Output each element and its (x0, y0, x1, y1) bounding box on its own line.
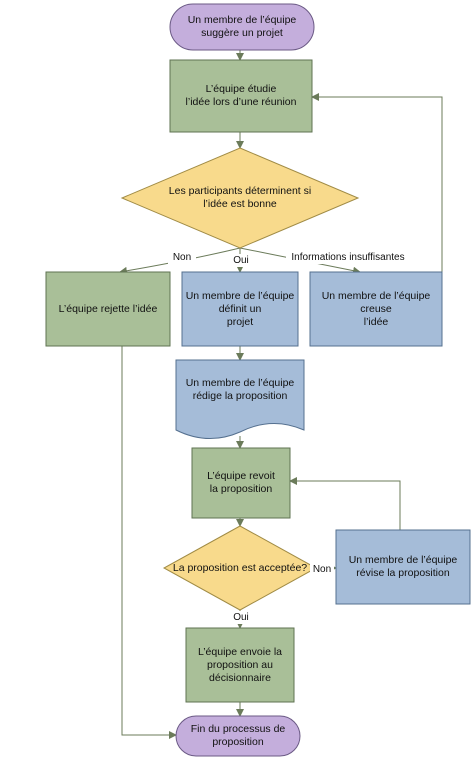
arrow-reject-to-end (121, 346, 177, 739)
decision-proposal-label: La proposition est acceptée? (172, 561, 308, 574)
send-box (185, 627, 295, 703)
review-idea-label: L’équipe étudie l’idée lors d’une réunio… (185, 83, 297, 108)
reject-box (45, 271, 171, 347)
revise-label: Un membre de l’équipe révise la proposit… (348, 554, 458, 579)
start-terminator (169, 3, 315, 51)
edge-label-no-2: Non (310, 563, 334, 576)
decision-idea-label: Les participants déterminent si l’idée e… (168, 185, 312, 210)
end-terminator (175, 715, 301, 757)
write-label: Un membre de l’équipe rédige la proposit… (185, 377, 295, 402)
review-idea-box (169, 59, 313, 133)
dig-label: Un membre de l’équipe creuse l’idée (321, 289, 431, 328)
write-document (175, 359, 305, 440)
define-label: Un membre de l’équipe définit un projet (185, 289, 295, 328)
define-box (181, 271, 299, 347)
arrow-revise-loop-to-review-proposal (289, 477, 401, 530)
review-proposal-label: L’équipe revoit la proposition (207, 470, 275, 495)
revise-box (335, 529, 471, 605)
edge-label-no: Non (168, 251, 196, 264)
edge-label-yes: Oui (230, 254, 252, 267)
reject-label: L’équipe rejette l’idée (58, 302, 158, 315)
arrow-dig-loop-to-review (311, 93, 443, 272)
edge-label-yes-2: Oui (230, 611, 252, 624)
review-proposal-box (191, 447, 291, 519)
edge-label-insufficient: Informations insuffisantes (286, 251, 410, 264)
end-label: Fin du processus de proposition (190, 723, 286, 748)
start-label: Un membre de l’équipe suggère un projet (187, 14, 297, 39)
dig-box (309, 271, 443, 347)
decision-proposal-diamond (162, 525, 318, 611)
decision-idea-diamond (120, 147, 360, 249)
send-label: L’équipe envoie la proposition au décisi… (197, 645, 283, 684)
